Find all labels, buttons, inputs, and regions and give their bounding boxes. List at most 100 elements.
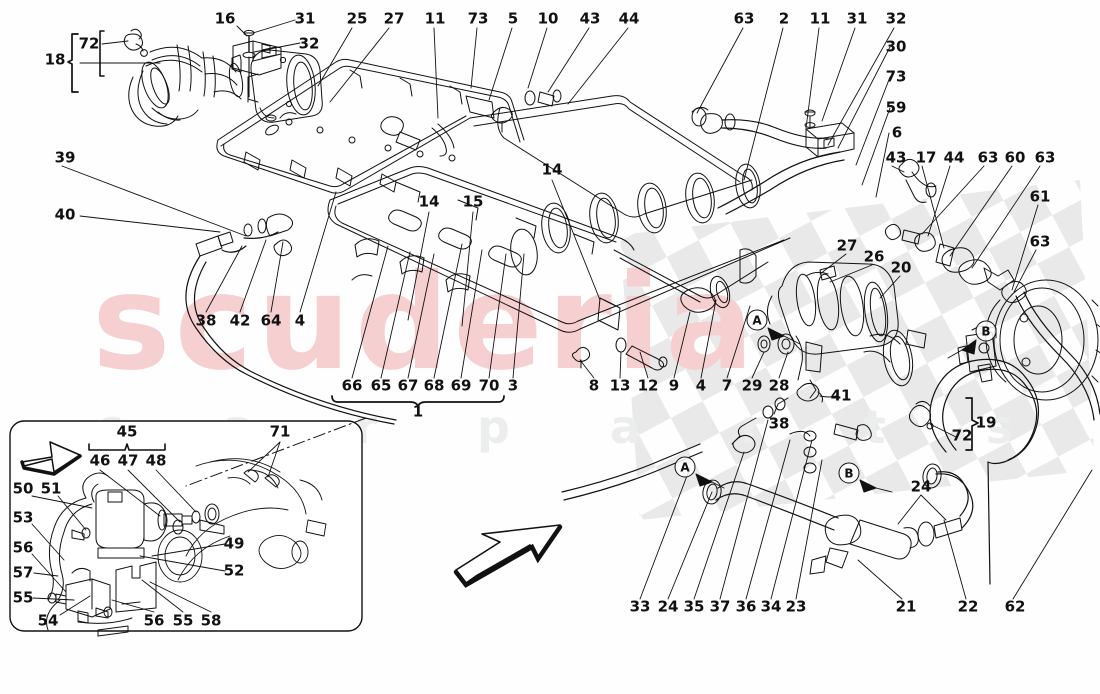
callout-63: 63 [1029,232,1051,251]
callout-5: 5 [507,9,519,28]
callout-20: 20 [890,258,912,277]
view-direction-arrow-main [453,524,563,588]
callout-23: 23 [785,597,807,616]
intake-plenum-cover [216,58,525,194]
callout-29: 29 [741,376,763,395]
leader-72-top [101,40,129,45]
callout-49: 49 [223,534,245,553]
callout-27: 27 [836,236,858,255]
callout-33: 33 [629,597,651,616]
leader-lines-lower [639,419,947,600]
callout-63: 63 [977,148,999,167]
hose-2 [717,151,845,215]
ecu-sensor-box [804,109,855,158]
callout-53: 53 [12,508,34,527]
callout-73: 73 [885,67,907,86]
callout-60: 60 [1004,148,1026,167]
callout-7: 7 [721,376,733,395]
callout-61: 61 [1029,187,1051,206]
callout-3: 3 [507,376,519,395]
bracket-18 [67,33,79,93]
callout-11: 11 [809,9,831,28]
callout-31: 31 [294,9,316,28]
section-marker-a: A [674,456,696,478]
inset-leader-lines [31,441,281,616]
callout-4: 4 [695,376,707,395]
callout-21: 21 [895,597,917,616]
small-hose-11 [700,113,829,149]
callout-46: 46 [89,451,111,470]
bolt-group-mid [571,337,668,371]
callout-24: 24 [657,597,679,616]
leader-lines-mid [61,165,601,327]
callout-56: 56 [143,611,165,630]
callout-48: 48 [145,451,167,470]
callout-10: 10 [537,9,559,28]
callout-58: 58 [200,611,222,630]
callout-44: 44 [943,148,965,167]
callout-54: 54 [37,611,59,630]
callout-26: 26 [863,247,885,266]
section-pointer-lines [711,335,963,493]
section-marker-a: A [746,309,768,331]
section-marker-b: B [975,320,997,342]
callout-72: 72 [78,34,100,53]
leader-lines-top [236,19,895,198]
callout-66: 66 [341,376,363,395]
hose-clamp-72-top [123,28,148,57]
callout-71: 71 [269,422,291,441]
callout-38: 38 [768,414,790,433]
callout-39: 39 [54,148,76,167]
callout-14: 14 [418,192,440,211]
callout-16: 16 [214,9,236,28]
bracket-72-top [99,30,105,77]
callout-17: 17 [915,148,937,167]
callout-41: 41 [830,386,852,405]
callout-37: 37 [709,597,731,616]
callout-13: 13 [609,376,631,395]
callout-14: 14 [541,160,563,179]
callout-36: 36 [735,597,757,616]
callout-32: 32 [885,9,907,28]
callout-19: 19 [975,413,997,432]
callout-51: 51 [40,479,62,498]
brake-servo [985,279,1100,401]
callout-11: 11 [424,9,446,28]
section-marker-b: B [838,462,860,484]
inset-connector-dashdot [185,417,367,487]
callout-35: 35 [683,597,705,616]
callout-27: 27 [383,9,405,28]
callout-2: 2 [778,9,790,28]
callout-1: 1 [412,402,424,421]
callout-50: 50 [12,479,34,498]
throttle-body-right [766,261,927,403]
callout-73: 73 [467,9,489,28]
throttle-cable-39 [185,213,397,425]
bracket-45 [88,443,166,451]
lower-linkage [561,382,872,501]
callout-43: 43 [579,9,601,28]
callout-63: 63 [733,9,755,28]
callout-72: 72 [951,426,973,445]
bracket-1 [331,395,505,409]
callout-47: 47 [117,451,139,470]
callout-45: 45 [116,422,138,441]
callout-9: 9 [668,376,680,395]
callout-24: 24 [910,477,932,496]
callout-55: 55 [172,611,194,630]
callout-18: 18 [44,50,66,69]
air-intake-elbow [128,44,244,127]
callout-8: 8 [588,376,600,395]
callout-64: 64 [260,311,282,330]
callout-42: 42 [229,311,251,330]
callout-34: 34 [760,597,782,616]
inset-arrow [20,441,82,476]
callout-56: 56 [12,538,34,557]
callout-43: 43 [885,148,907,167]
callout-25: 25 [346,9,368,28]
callout-31: 31 [846,9,868,28]
callout-67: 67 [397,376,419,395]
callout-62: 62 [1004,597,1026,616]
